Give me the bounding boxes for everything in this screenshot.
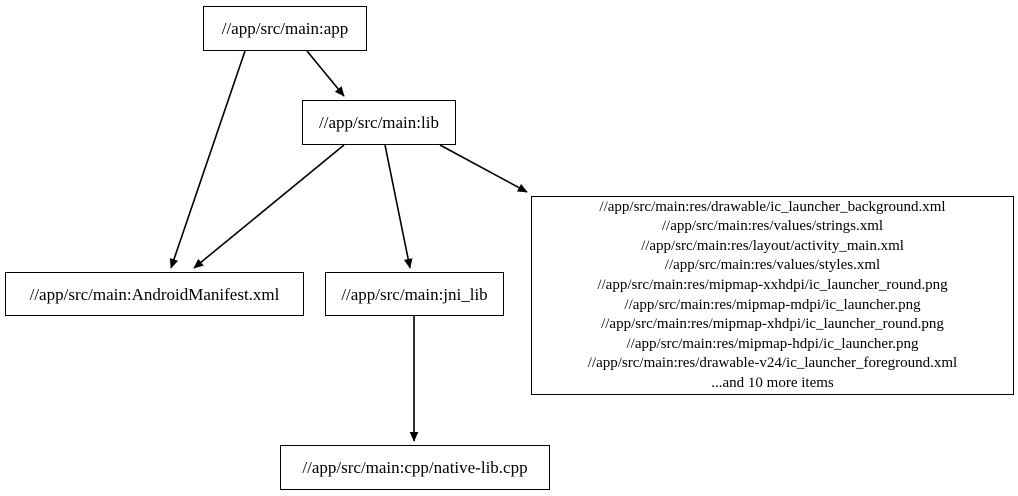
graph-node-res-group-label: //app/src/main:res/drawable/ic_launcher_…: [587, 198, 958, 391]
edge-lib-to-res: [439, 144, 528, 193]
edge-lib-to-jnilib: [384, 144, 413, 269]
graph-node-app-label: //app/src/main:app: [221, 19, 349, 38]
graph-node-lib[interactable]: //app/src/main:lib: [302, 100, 456, 145]
graph-node-res-group[interactable]: //app/src/main:res/drawable/ic_launcher_…: [531, 196, 1014, 395]
graph-node-jni-lib-label: //app/src/main:jni_lib: [341, 284, 488, 304]
edge-app-to-manifest: [169, 50, 246, 269]
graph-node-native-lib-cpp-label: //app/src/main:cpp/native-lib.cpp: [302, 458, 528, 477]
graph-node-android-manifest-label: //app/src/main:AndroidManifest.xml: [29, 284, 280, 304]
edge-app-to-lib: [306, 50, 345, 97]
graph-node-jni-lib[interactable]: //app/src/main:jni_lib: [325, 272, 504, 316]
graph-node-android-manifest[interactable]: //app/src/main:AndroidManifest.xml: [5, 272, 304, 316]
graph-node-native-lib-cpp[interactable]: //app/src/main:cpp/native-lib.cpp: [280, 445, 550, 490]
edge-lib-to-manifest: [193, 144, 345, 269]
graph-node-app[interactable]: //app/src/main:app: [203, 6, 367, 51]
graph-node-lib-label: //app/src/main:lib: [319, 113, 439, 132]
